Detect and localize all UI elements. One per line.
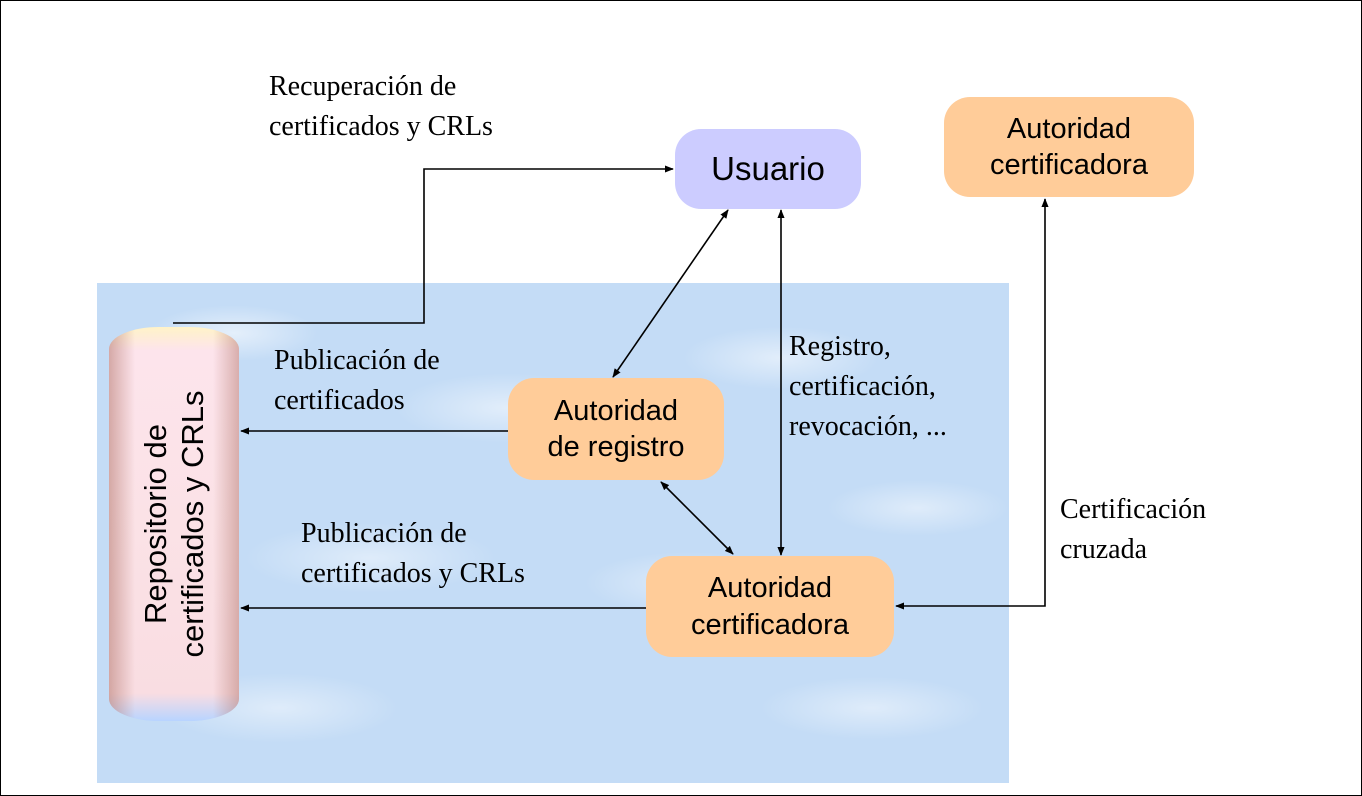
repository-label-line-1: Repositorio de (137, 424, 173, 624)
ra-label-line-2: de registro (547, 431, 685, 463)
retrieval-edge-label: Recuperación de certificados y CRLs (269, 67, 493, 147)
organization-region-background (97, 283, 1009, 783)
retrieval-label-line-2: certificados y CRLs (269, 111, 493, 142)
publish-certs-crls-label-line-1: Publicación de (301, 518, 467, 549)
certification-authority-top-node: Autoridad certificadora (944, 97, 1194, 197)
registration-edge-label: Registro, certificación, revocación, ... (789, 327, 947, 447)
cross-certification-label-line-2: cruzada (1060, 534, 1148, 565)
repository-label-line-2: certificados y CRLs (175, 390, 210, 658)
repository-cylinder: Repositorio de certificados y CRLs (109, 327, 239, 721)
ra-label-line-1: Autoridad (553, 394, 679, 427)
registration-label-line-1: Registro, (789, 331, 891, 362)
publish-certs-crls-label-line-2: certificados y CRLs (301, 558, 525, 589)
edge-usuario-ra-arrow (612, 209, 729, 378)
ca-bottom-label-line-2: certificadora (691, 608, 849, 641)
repository-label: Repositorio de certificados y CRLs (137, 390, 211, 657)
registration-authority-node: Autoridad de registro (508, 378, 724, 480)
publish-certs-label-line-2: certificados (274, 385, 405, 416)
ca-top-label-line-1: Autoridad (1006, 112, 1132, 145)
edge-cross-certification-arrow (895, 198, 1049, 610)
usuario-label: Usuario (711, 150, 825, 188)
cross-certification-edge-label: Certificación cruzada (1060, 490, 1206, 570)
usuario-node: Usuario (675, 129, 861, 209)
edge-ra-ca-arrow (660, 481, 734, 555)
registration-label-line-2: certificación, (789, 371, 936, 402)
publish-certs-edge-label: Publicación de certificados (274, 341, 440, 421)
cross-certification-label-line-1: Certificación (1060, 494, 1207, 525)
edge-retrieval-arrow (173, 165, 674, 324)
certification-authority-bottom-node: Autoridad certificadora (646, 556, 894, 657)
publish-certs-crls-edge-label: Publicación de certificados y CRLs (301, 514, 525, 594)
ca-top-label-line-2: certificadora (990, 149, 1148, 181)
retrieval-label-line-1: Recuperación de (269, 71, 457, 102)
registration-label-line-3: revocación, ... (789, 411, 947, 442)
ca-bottom-label-line-1: Autoridad (707, 572, 833, 605)
publish-certs-label-line-1: Publicación de (274, 345, 440, 376)
